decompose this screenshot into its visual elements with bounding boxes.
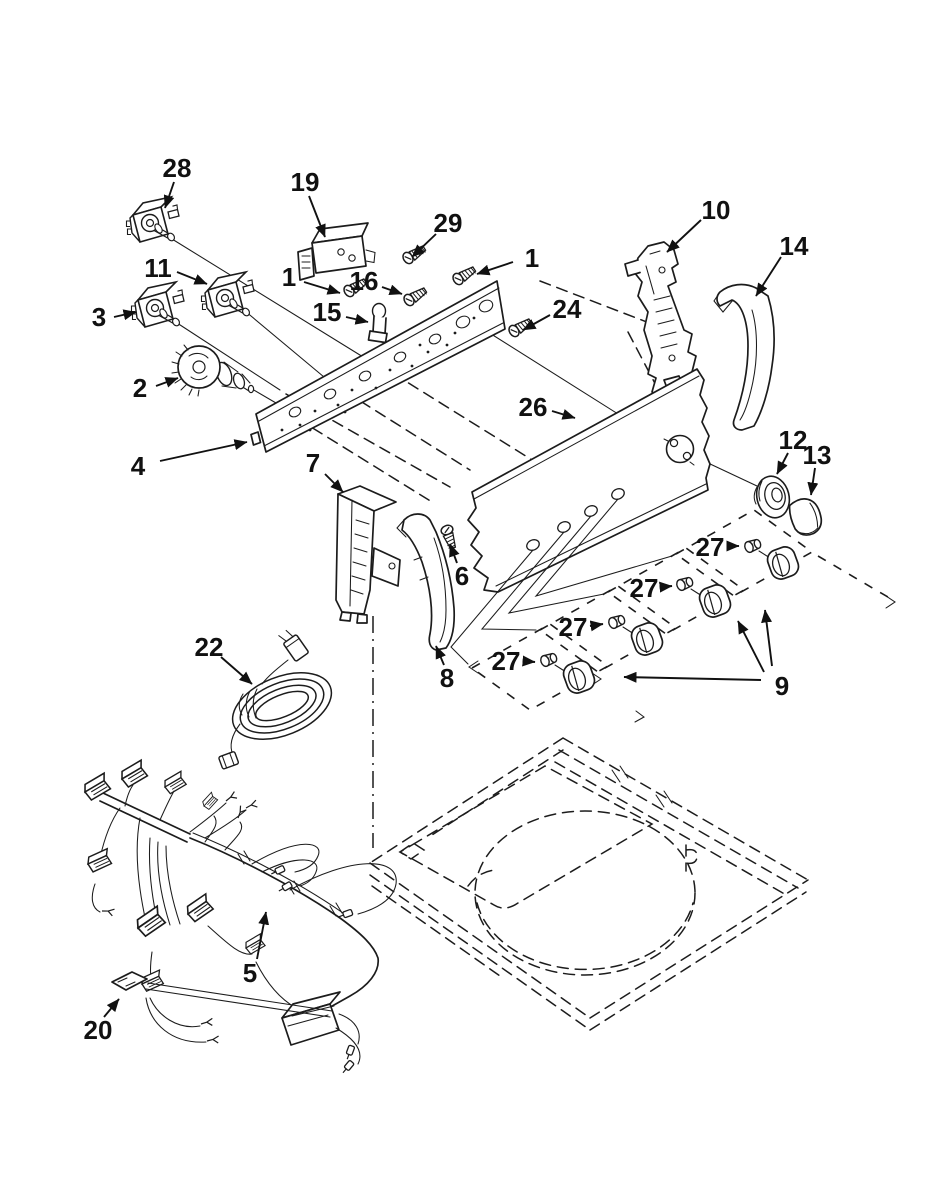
callout-label-16: 16 — [350, 266, 379, 296]
callout-1-right: 1 — [476, 243, 539, 276]
callout-label-27c: 27 — [559, 612, 588, 642]
push-knob-9-d — [559, 657, 599, 697]
end-cap-right-14 — [713, 283, 775, 431]
callout-label-29: 29 — [434, 208, 463, 238]
switch-19 — [297, 222, 376, 281]
callout-label-2: 2 — [133, 373, 147, 403]
callout-6: 6 — [449, 543, 469, 591]
callout-label-27b: 27 — [630, 573, 659, 603]
harness-main-connector — [281, 991, 341, 1046]
screw-6 — [439, 522, 460, 551]
callout-label-22: 22 — [195, 632, 224, 662]
callout-15: 15 — [313, 297, 369, 327]
harness-clip-20 — [111, 971, 333, 1018]
callout-label-7: 7 — [306, 448, 320, 478]
timer-dial-12 — [753, 475, 791, 519]
callout-label-26: 26 — [519, 392, 548, 422]
callout-label-6: 6 — [455, 561, 469, 591]
callout-label-8: 8 — [440, 663, 454, 693]
callout-5: 5 — [243, 911, 270, 988]
callout-27-a: 27 — [696, 532, 740, 562]
callout-27-d: 27 — [492, 646, 536, 676]
callout-29: 29 — [411, 208, 463, 258]
callout-11: 11 — [144, 253, 208, 285]
bracket-left-7 — [335, 485, 401, 624]
callout-13: 13 — [803, 440, 832, 496]
callout-label-27d: 27 — [492, 646, 521, 676]
callout-label-19: 19 — [291, 167, 320, 197]
rotary-switch-28 — [125, 196, 180, 243]
push-knob-9-c — [627, 619, 667, 659]
rotary-switch-3 — [130, 281, 185, 328]
callout-label-12: 12 — [779, 425, 808, 455]
wire-harness-5 — [80, 759, 397, 1076]
screw-16 — [401, 283, 429, 309]
callout-7: 7 — [306, 448, 344, 493]
console-rear-panel — [250, 280, 506, 453]
callout-27-b: 27 — [630, 573, 673, 603]
washer-top-phantom — [369, 737, 809, 1031]
callout-2: 2 — [133, 373, 179, 403]
rail-perforations — [280, 316, 476, 432]
callout-4: 4 — [131, 439, 248, 481]
callout-14: 14 — [755, 231, 809, 297]
mounting-stud-15 — [367, 302, 388, 344]
callout-label-1b: 1 — [282, 262, 296, 292]
water-level-switch — [171, 344, 255, 397]
callouts: 28 19 29 1 10 14 11 1 — [84, 153, 832, 1045]
callout-27-c: 27 — [559, 612, 604, 642]
control-knob-13 — [788, 498, 823, 536]
callout-16: 16 — [350, 266, 403, 296]
callout-3: 3 — [92, 302, 137, 332]
callout-1-left: 1 — [282, 262, 341, 295]
callout-label-3: 3 — [92, 302, 106, 332]
washer-lid-phantom — [398, 765, 654, 909]
callout-label-14: 14 — [780, 231, 809, 261]
callout-label-27a: 27 — [696, 532, 725, 562]
callout-label-1: 1 — [525, 243, 539, 273]
push-knob-9-b — [695, 581, 735, 621]
callout-label-24: 24 — [553, 294, 582, 324]
callout-label-20: 20 — [84, 1015, 113, 1045]
screw-1-right — [450, 262, 478, 288]
callout-9: 9 — [623, 609, 789, 701]
callout-12: 12 — [776, 425, 808, 475]
end-cap-left-8 — [396, 513, 456, 651]
callout-19: 19 — [291, 167, 326, 238]
callout-label-28: 28 — [163, 153, 192, 183]
callout-label-15: 15 — [313, 297, 342, 327]
callout-label-5: 5 — [243, 958, 257, 988]
shaft-holes — [526, 488, 625, 551]
callout-28: 28 — [163, 153, 192, 209]
callout-label-9: 9 — [775, 671, 789, 701]
callout-20: 20 — [84, 998, 120, 1045]
callout-label-10: 10 — [702, 195, 731, 225]
callout-22: 22 — [195, 632, 253, 685]
console-panel-26 — [450, 368, 711, 665]
callout-24: 24 — [522, 294, 582, 331]
callout-10: 10 — [666, 195, 731, 253]
rail-holes — [288, 299, 494, 418]
push-knob-9-a — [763, 543, 803, 583]
callout-8: 8 — [435, 645, 454, 693]
power-cord-22 — [218, 629, 333, 770]
callout-label-4: 4 — [131, 451, 146, 481]
callout-label-13: 13 — [803, 440, 832, 470]
timer-mount-emblem — [663, 434, 695, 466]
rotary-switch-11 — [200, 271, 255, 318]
callout-26: 26 — [519, 392, 576, 422]
callout-label-11: 11 — [144, 253, 172, 283]
knob-kit-boxes — [468, 509, 896, 723]
